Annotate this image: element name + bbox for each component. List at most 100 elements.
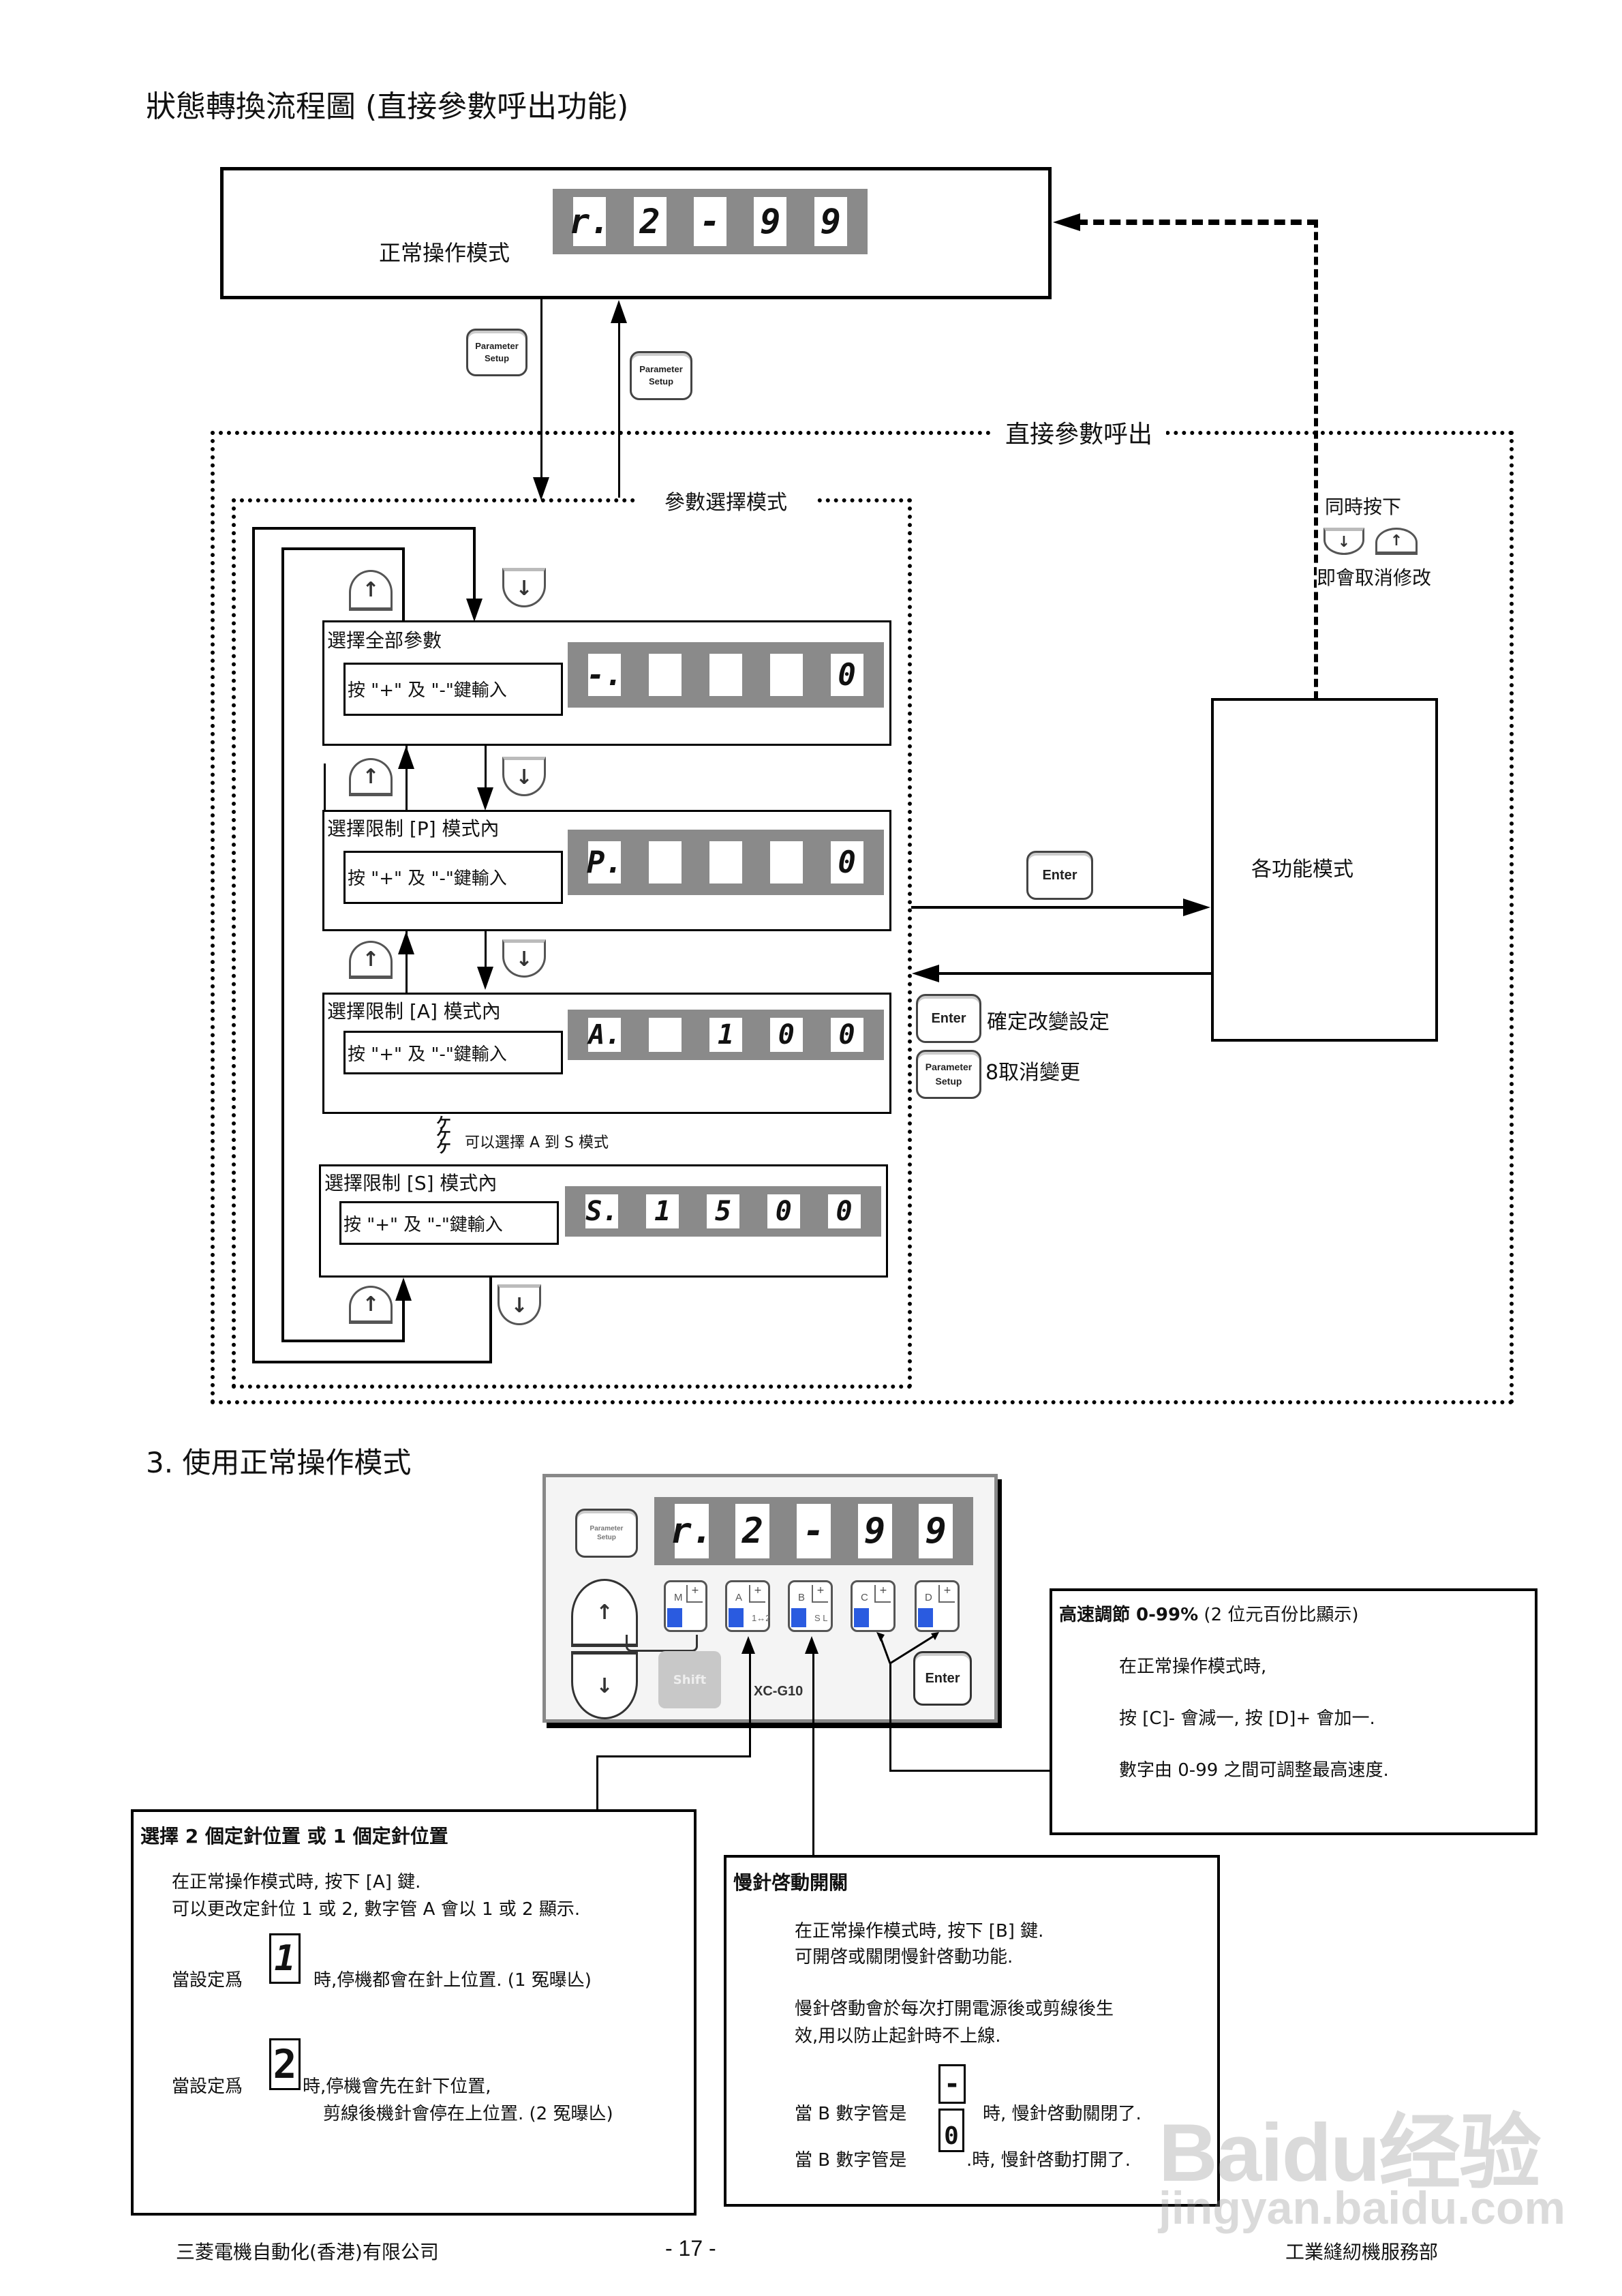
digit [769,654,803,696]
speed-line: 數字由 0-99 之間可調整最高速度. [1119,1760,1389,1781]
down-key[interactable]: ↓ [1323,528,1364,555]
watermark-logo: Baidu经验 [1159,2107,1541,2199]
up-key[interactable]: ↑ [349,758,393,796]
key-label: B [798,1592,806,1603]
arrowhead-down [466,599,483,622]
connector-line [749,1643,751,1757]
panel-key-b[interactable]: B + S L [788,1580,833,1632]
needle-case2-digit: 2 [269,2038,301,2090]
panel-key-c[interactable]: C + [851,1580,896,1632]
arrowhead-up [805,1636,818,1654]
digit [649,1018,682,1052]
block-display: -. 0 [568,642,884,708]
block-title: 選擇全部參數 [327,629,442,652]
slow-start-para: 效,用以防止起針時不上線. [795,2026,1001,2046]
key-label: Parameter [475,340,519,351]
slow-start-case2-prefix: 當 B 數字管是 [795,2150,907,2171]
digit [649,654,682,696]
normal-mode-label: 正常操作模式 [379,240,510,266]
parameter-setup-key[interactable]: Parameter Setup [630,351,692,400]
key-sub-label: S L [814,1613,828,1623]
plus-icon: + [874,1585,891,1603]
minus-indicator [918,1608,933,1627]
arrowhead-up [398,746,414,769]
connector-line [889,1770,1051,1772]
digit: 2 [273,2041,297,2087]
function-mode-box [1211,698,1438,1042]
arrowhead-up [611,300,627,323]
panel-down-key[interactable]: ↓ [571,1651,638,1719]
panel-shift-key[interactable]: Shift [658,1651,721,1708]
arrowhead-up [395,1278,412,1301]
digit: -. [587,654,623,696]
arrow-down-icon: ↓ [510,1293,528,1318]
arrowhead-up [741,1636,755,1654]
digit: 9 [919,1504,953,1558]
down-key[interactable]: ↓ [502,939,546,978]
key-label: Parameter [639,363,683,374]
arrow-up-icon: ↑ [362,947,380,971]
up-key[interactable]: ↑ [349,570,393,611]
arrow-up-icon: ↑ [596,1600,613,1625]
footer-page-number: - 17 - [665,2236,716,2261]
digit: 1 [709,1018,742,1052]
block-hint: 按 "+" 及 "-"鍵輸入 [348,868,507,889]
slow-start-para: 慢針啓動會於每次打開電源後或剪線後生 [795,1999,1114,2019]
enter-key[interactable]: Enter [916,994,981,1043]
speed-line: 在正常操作模式時, [1119,1657,1267,1677]
parameter-setup-key[interactable]: Parameter Setup [466,329,527,376]
connector-line [596,1755,598,1810]
block-title: 選擇限制 [P] 模式內 [327,817,500,840]
block-hint-box [343,1031,563,1074]
cancel-change-note: 8取消變更 [985,1061,1081,1085]
footer-company: 三菱電機自動化(香港)有限公司 [176,2241,439,2263]
panel-model-label: XC-G10 [754,1684,804,1699]
minus-indicator [667,1608,682,1627]
arrow-down-icon: ↓ [596,1674,613,1698]
arrow-up-icon: ↑ [1390,532,1403,549]
needle-case1-text: 時,停機都會在針上位置. (1 冤曝亾) [313,1970,592,1991]
arrow-up-icon: ↑ [362,1292,380,1316]
confirm-note: 確定改變設定 [987,1010,1110,1034]
plus-icon: + [812,1585,828,1603]
footer-department: 工業縫紉機服務部 [1285,2241,1439,2263]
key-label: Enter [1042,867,1077,883]
loop-line [489,1277,492,1363]
key-label: Shift [673,1672,707,1687]
down-key[interactable]: ↓ [498,1284,541,1325]
down-key[interactable]: ↓ [502,757,546,796]
up-key[interactable]: ↑ [349,941,393,979]
connector-line [889,1663,891,1771]
page-title: 狀態轉換流程圖 (直接參數呼出功能) [146,89,629,124]
digit: 0 [944,2122,959,2150]
slow-start-case1-prefix: 當 B 數字管是 [795,2104,907,2124]
panel-key-m[interactable]: M + [664,1580,707,1632]
block-hint: 按 "+" 及 "-"鍵輸入 [348,680,507,701]
panel-key-d[interactable]: D + [915,1580,960,1632]
block-display: A. 1 0 0 [568,1010,884,1060]
parameter-setup-key[interactable]: Parameter Setup [916,1050,981,1099]
enter-key[interactable]: Enter [1026,851,1093,900]
slow-start-line: 在正常操作模式時, 按下 [B] 鍵. [795,1921,1044,1942]
key-label: D [925,1592,932,1603]
minus-indicator [729,1608,744,1627]
needle-case2-prefix: 當設定爲 [172,2076,243,2097]
panel-parameter-setup-key[interactable]: Parameter Setup [575,1509,638,1558]
down-key[interactable]: ↓ [502,568,546,607]
panel-key-a[interactable]: A + 1↔2 [725,1580,770,1632]
digit: P. [587,841,623,883]
param-select-region [232,498,912,1389]
block-hint-box [339,1201,559,1245]
up-key[interactable]: ↑ [1375,528,1418,555]
digit: 9 [814,197,847,246]
panel-enter-key[interactable]: Enter [913,1651,972,1706]
key-label: Enter [931,1010,966,1026]
digit: - [943,2068,961,2100]
function-mode-label: 各功能模式 [1251,858,1353,881]
up-key[interactable]: ↑ [349,1286,393,1324]
panel-display: r. 2 - 9 9 [654,1497,973,1565]
arrow-down-icon: ↓ [515,765,533,789]
digit: A. [588,1018,622,1052]
needle-case1-digit: 1 [269,1933,301,1984]
arrowhead-right [1183,898,1210,916]
